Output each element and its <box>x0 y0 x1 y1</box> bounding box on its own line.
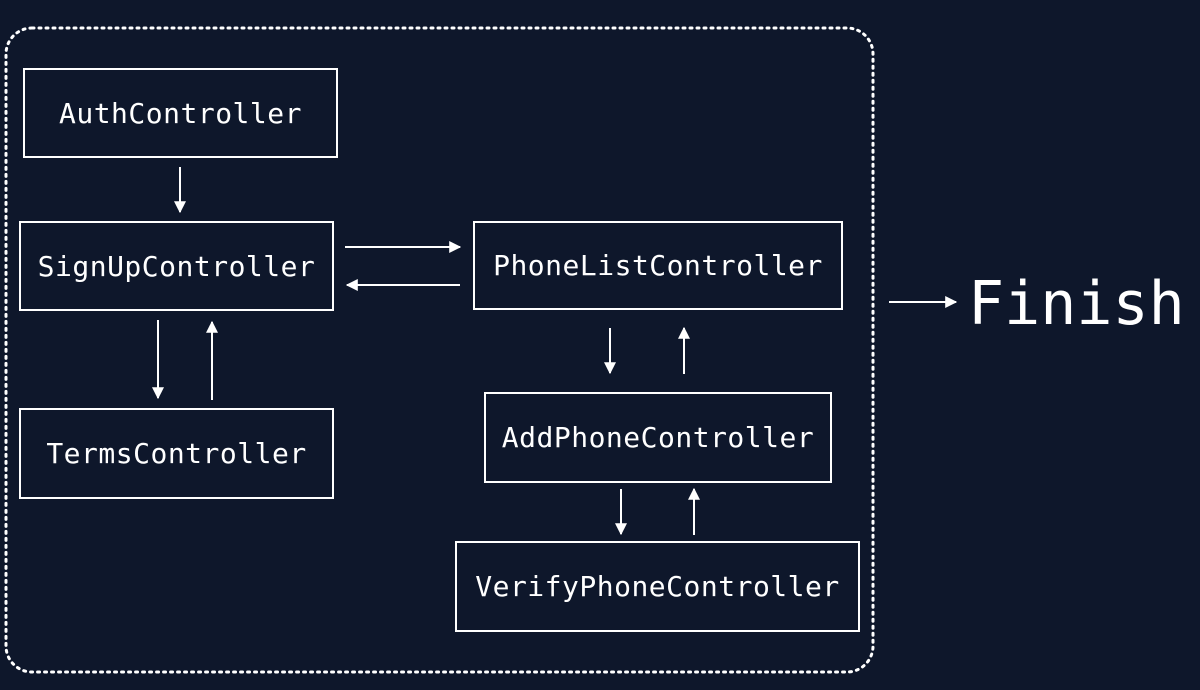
phone-list-controller-node: PhoneListController <box>473 221 843 310</box>
auth-controller-node: AuthController <box>23 68 338 158</box>
add-phone-controller-label: AddPhoneController <box>501 421 815 454</box>
phone-list-controller-label: PhoneListController <box>493 249 823 282</box>
signup-controller-label: SignUpController <box>37 249 316 283</box>
terms-controller-label: TermsController <box>46 437 307 470</box>
add-phone-controller-node: AddPhoneController <box>484 392 832 483</box>
finish-label: Finish <box>968 269 1185 339</box>
controller-group-boundary <box>4 26 875 674</box>
verify-phone-controller-label: VerifyPhoneController <box>475 570 840 603</box>
terms-controller-node: TermsController <box>19 408 334 499</box>
signup-controller-node: SignUpController <box>19 221 334 311</box>
verify-phone-controller-node: VerifyPhoneController <box>455 541 860 632</box>
auth-controller-label: AuthController <box>58 96 302 130</box>
